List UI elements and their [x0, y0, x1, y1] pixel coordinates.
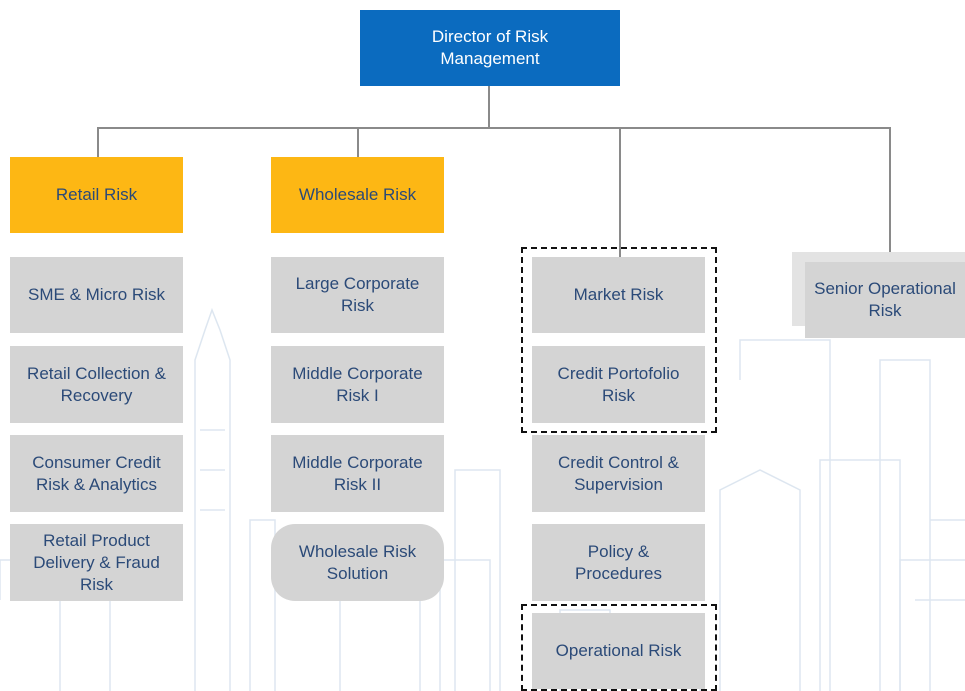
unit-label: Retail Collection & Recovery [27, 363, 166, 405]
wholesale-unit: Middle Corporate Risk I [271, 346, 444, 423]
central-unit: Policy & Procedures [532, 524, 705, 601]
retail-unit: Retail Product Delivery & Fraud Risk [10, 524, 183, 601]
wholesale-unit: Large Corporate Risk [271, 257, 444, 333]
retail-unit: Consumer Credit Risk & Analytics [10, 435, 183, 512]
unit-label: Policy & Procedures [575, 541, 662, 583]
unit-label: SME & Micro Risk [28, 285, 165, 304]
retail-risk-heading: Retail Risk [10, 157, 183, 233]
unit-label: Large Corporate Risk [295, 274, 420, 315]
wholesale-unit: Middle Corporate Risk II [271, 435, 444, 512]
senior-connector [889, 127, 891, 253]
central-unit: Credit Portofolio Risk [532, 346, 705, 423]
retail-unit: SME & Micro Risk [10, 257, 183, 333]
senior-operational-risk-node: Senior Operational Risk [805, 262, 965, 338]
central-unit: Market Risk [532, 257, 705, 333]
highlight-frame-operational [521, 604, 717, 691]
unit-label: Market Risk [573, 285, 664, 304]
wholesale-risk-heading: Wholesale Risk [271, 157, 444, 233]
unit-label: Credit Control & Supervision [558, 452, 679, 494]
unit-label: Consumer Credit Risk & Analytics [32, 452, 161, 494]
retail-risk-label: Retail Risk [55, 185, 138, 204]
horizontal-connector [97, 127, 890, 129]
director-node: Director of Risk Management [360, 10, 620, 86]
unit-label: Wholesale Risk Solution [298, 541, 417, 583]
director-label: Director of Risk Management [431, 27, 549, 68]
highlight-frame-market-credit [521, 247, 717, 433]
wholesale-unit: Wholesale Risk Solution [271, 524, 444, 601]
market-connector [619, 127, 621, 257]
director-connector [488, 86, 490, 128]
unit-label: Retail Product Delivery & Fraud Risk [33, 530, 160, 594]
central-unit: Operational Risk [532, 613, 705, 689]
unit-label: Middle Corporate Risk I [292, 363, 423, 405]
wholesale-risk-label: Wholesale Risk [298, 185, 417, 204]
unit-label: Senior Operational Risk [814, 279, 956, 320]
retail-connector [97, 127, 99, 158]
central-unit: Credit Control & Supervision [532, 435, 705, 512]
retail-unit: Retail Collection & Recovery [10, 346, 183, 423]
wholesale-connector [357, 127, 359, 158]
unit-label: Credit Portofolio Risk [557, 363, 680, 405]
unit-label: Operational Risk [555, 641, 682, 660]
unit-label: Middle Corporate Risk II [292, 452, 423, 494]
